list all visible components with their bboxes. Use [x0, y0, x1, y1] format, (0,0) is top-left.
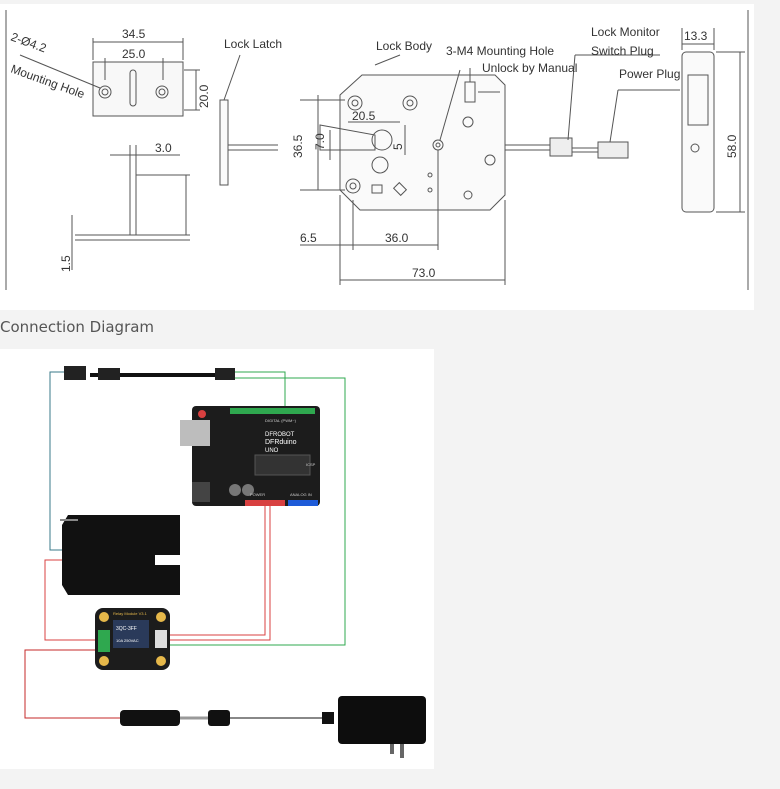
- board-model: UNO: [265, 448, 279, 454]
- label-lock-body: Lock Body: [376, 39, 432, 53]
- power-adapter: [338, 696, 426, 744]
- electric-lock: [62, 515, 180, 595]
- dc-barrel-jack: [208, 710, 230, 726]
- dimension-drawing-panel: 34.5 25.0 20.0 2-Ø4.2 Mounting Hole 3.0 …: [0, 4, 754, 310]
- dim-hole-spacing: 36.0: [385, 231, 409, 245]
- board-name: DFRduino: [265, 439, 297, 446]
- dim-hole-spec: 2-Ø4.2: [9, 30, 49, 56]
- relay-title: Relay Module V3.1: [113, 611, 148, 616]
- board-icsp: ICSP: [306, 462, 316, 467]
- dim-latch-height: 7.0: [313, 133, 327, 150]
- board-brand: DFROBOT: [265, 432, 295, 438]
- dim-small: 5: [391, 143, 405, 150]
- label-power-plug: Power Plug: [619, 67, 680, 81]
- relay-spec: 10A 250VAC: [116, 638, 139, 643]
- board-header-analog: ANALOG IN: [290, 492, 312, 497]
- label-unlock-manual: Unlock by Manual: [482, 61, 577, 75]
- dim-latch-offset: 20.5: [352, 109, 376, 123]
- connection-diagram-heading: Connection Diagram: [0, 318, 155, 336]
- board-header-digital: DIGITAL (PWM~): [265, 418, 297, 423]
- dim-latch-thickness: 3.0: [155, 141, 172, 155]
- power-plug-connector: [215, 368, 235, 380]
- dim-base-thickness: 1.5: [59, 255, 73, 272]
- dim-side-height: 58.0: [725, 134, 739, 158]
- label-lock-monitor: Lock Monitor: [591, 25, 660, 39]
- dim-left-offset: 6.5: [300, 231, 317, 245]
- dim-mount-height: 20.0: [197, 84, 211, 108]
- relay-part: 3QC-3FF: [116, 626, 137, 632]
- dimension-drawing: 34.5 25.0 20.0 2-Ø4.2 Mounting Hole 3.0 …: [5, 10, 749, 290]
- arduino-board: DFROBOT DFRduino UNO DIGITAL (PWM~) POWE…: [180, 406, 320, 506]
- relay-module: Relay Module V3.1 3QC-3FF 10A 250VAC: [95, 608, 170, 670]
- board-header-power: POWER: [250, 492, 265, 497]
- connection-diagram: DFROBOT DFRduino UNO DIGITAL (PWM~) POWE…: [24, 366, 426, 758]
- dim-side-width: 13.3: [684, 29, 708, 43]
- dim-width-top: 34.5: [122, 27, 146, 41]
- switch-plug-connector: [98, 368, 120, 380]
- connection-diagram-panel: DFROBOT DFRduino UNO DIGITAL (PWM~) POWE…: [0, 349, 434, 769]
- dim-body-height: 36.5: [291, 134, 305, 158]
- dim-total-length: 73.0: [412, 266, 436, 280]
- label-switch-plug: Switch Plug: [591, 44, 654, 58]
- label-m4-hole: 3-M4 Mounting Hole: [446, 44, 554, 58]
- dim-slot-spacing: 25.0: [122, 47, 146, 61]
- cable-strain-relief: [322, 712, 334, 724]
- label-lock-latch: Lock Latch: [224, 37, 282, 51]
- label-mounting-hole: Mounting Hole: [9, 62, 87, 102]
- dc-barrel-plug: [120, 710, 180, 726]
- lock-monitor-connector: [64, 366, 86, 380]
